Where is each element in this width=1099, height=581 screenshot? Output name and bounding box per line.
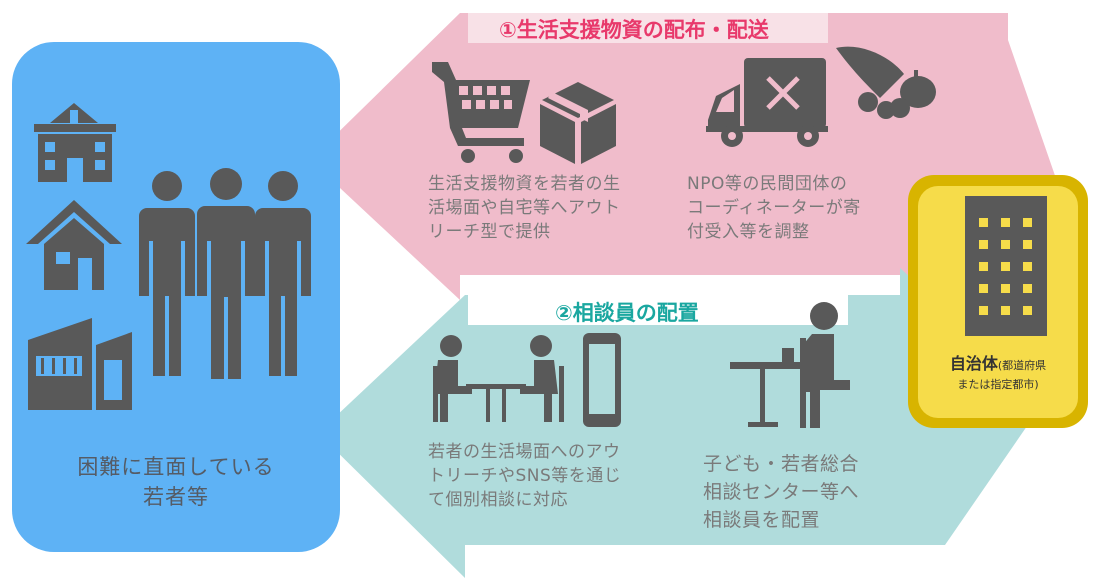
- box-icon: [540, 82, 616, 164]
- school-icon: [34, 103, 116, 182]
- house-icon: [26, 200, 122, 290]
- description-line: 生活支援物資を若者の生: [428, 174, 621, 194]
- bottom-left-description: 若者の生活場面へのアウ トリーチやSNS等を通じ て個別相談に対応: [428, 440, 621, 512]
- cornucopia-icon: [836, 46, 936, 119]
- bottom-title-strip: [468, 295, 848, 325]
- top-right-description: NPO等の民間団体の コーディネーターが寄 付受入等を調整: [687, 172, 861, 244]
- building-icon: [28, 318, 132, 410]
- description-line: 活場面や自宅等へアウト: [428, 198, 621, 218]
- top-left-description: 生活支援物資を若者の生 活場面や自宅等へアウト リーチ型で提供: [428, 172, 621, 244]
- municipality-main-label: 自治体: [949, 354, 998, 373]
- description-line: コーディネーターが寄: [687, 198, 861, 218]
- youth-panel-label: 困難に直面している 若者等: [12, 452, 340, 512]
- description-line: て個別相談に対応: [428, 490, 568, 510]
- description-line: 相談センター等へ: [703, 481, 860, 503]
- consultation-icon: [433, 335, 564, 422]
- municipality-label: 自治体(都道府県 または指定都市): [918, 350, 1078, 392]
- people-icon: [139, 168, 311, 379]
- bottom-arrow-shape: [318, 268, 1045, 578]
- description-line: トリーチやSNS等を通じ: [428, 466, 622, 486]
- description-line: 相談員を配置: [703, 509, 821, 531]
- description-line: 付受入等を調整: [687, 222, 810, 242]
- description-line: 子ども・若者総合: [703, 453, 860, 475]
- top-arrow-title: ①生活支援物資の配布・配送: [499, 18, 769, 42]
- municipality-sub-label-2: または指定都市): [957, 378, 1039, 391]
- bottom-right-description: 子ども・若者総合 相談センター等へ 相談員を配置: [703, 450, 859, 534]
- description-line: NPO等の民間団体の: [687, 174, 848, 194]
- shopping-cart-icon: [432, 62, 530, 163]
- description-line: 若者の生活場面へのアウ: [428, 442, 621, 462]
- youth-label-line: 若者等: [143, 485, 209, 509]
- youth-label-line: 困難に直面している: [77, 455, 275, 479]
- top-title-strip: [468, 13, 828, 43]
- bottom-arrow-title: ②相談員の配置: [555, 301, 699, 325]
- municipality-sub-label: (都道府県: [997, 359, 1047, 372]
- office-building-icon: [965, 196, 1047, 336]
- delivery-truck-icon: [706, 58, 828, 147]
- smartphone-icon: [583, 333, 621, 427]
- description-line: リーチ型で提供: [428, 222, 551, 242]
- desk-worker-icon: [730, 302, 850, 428]
